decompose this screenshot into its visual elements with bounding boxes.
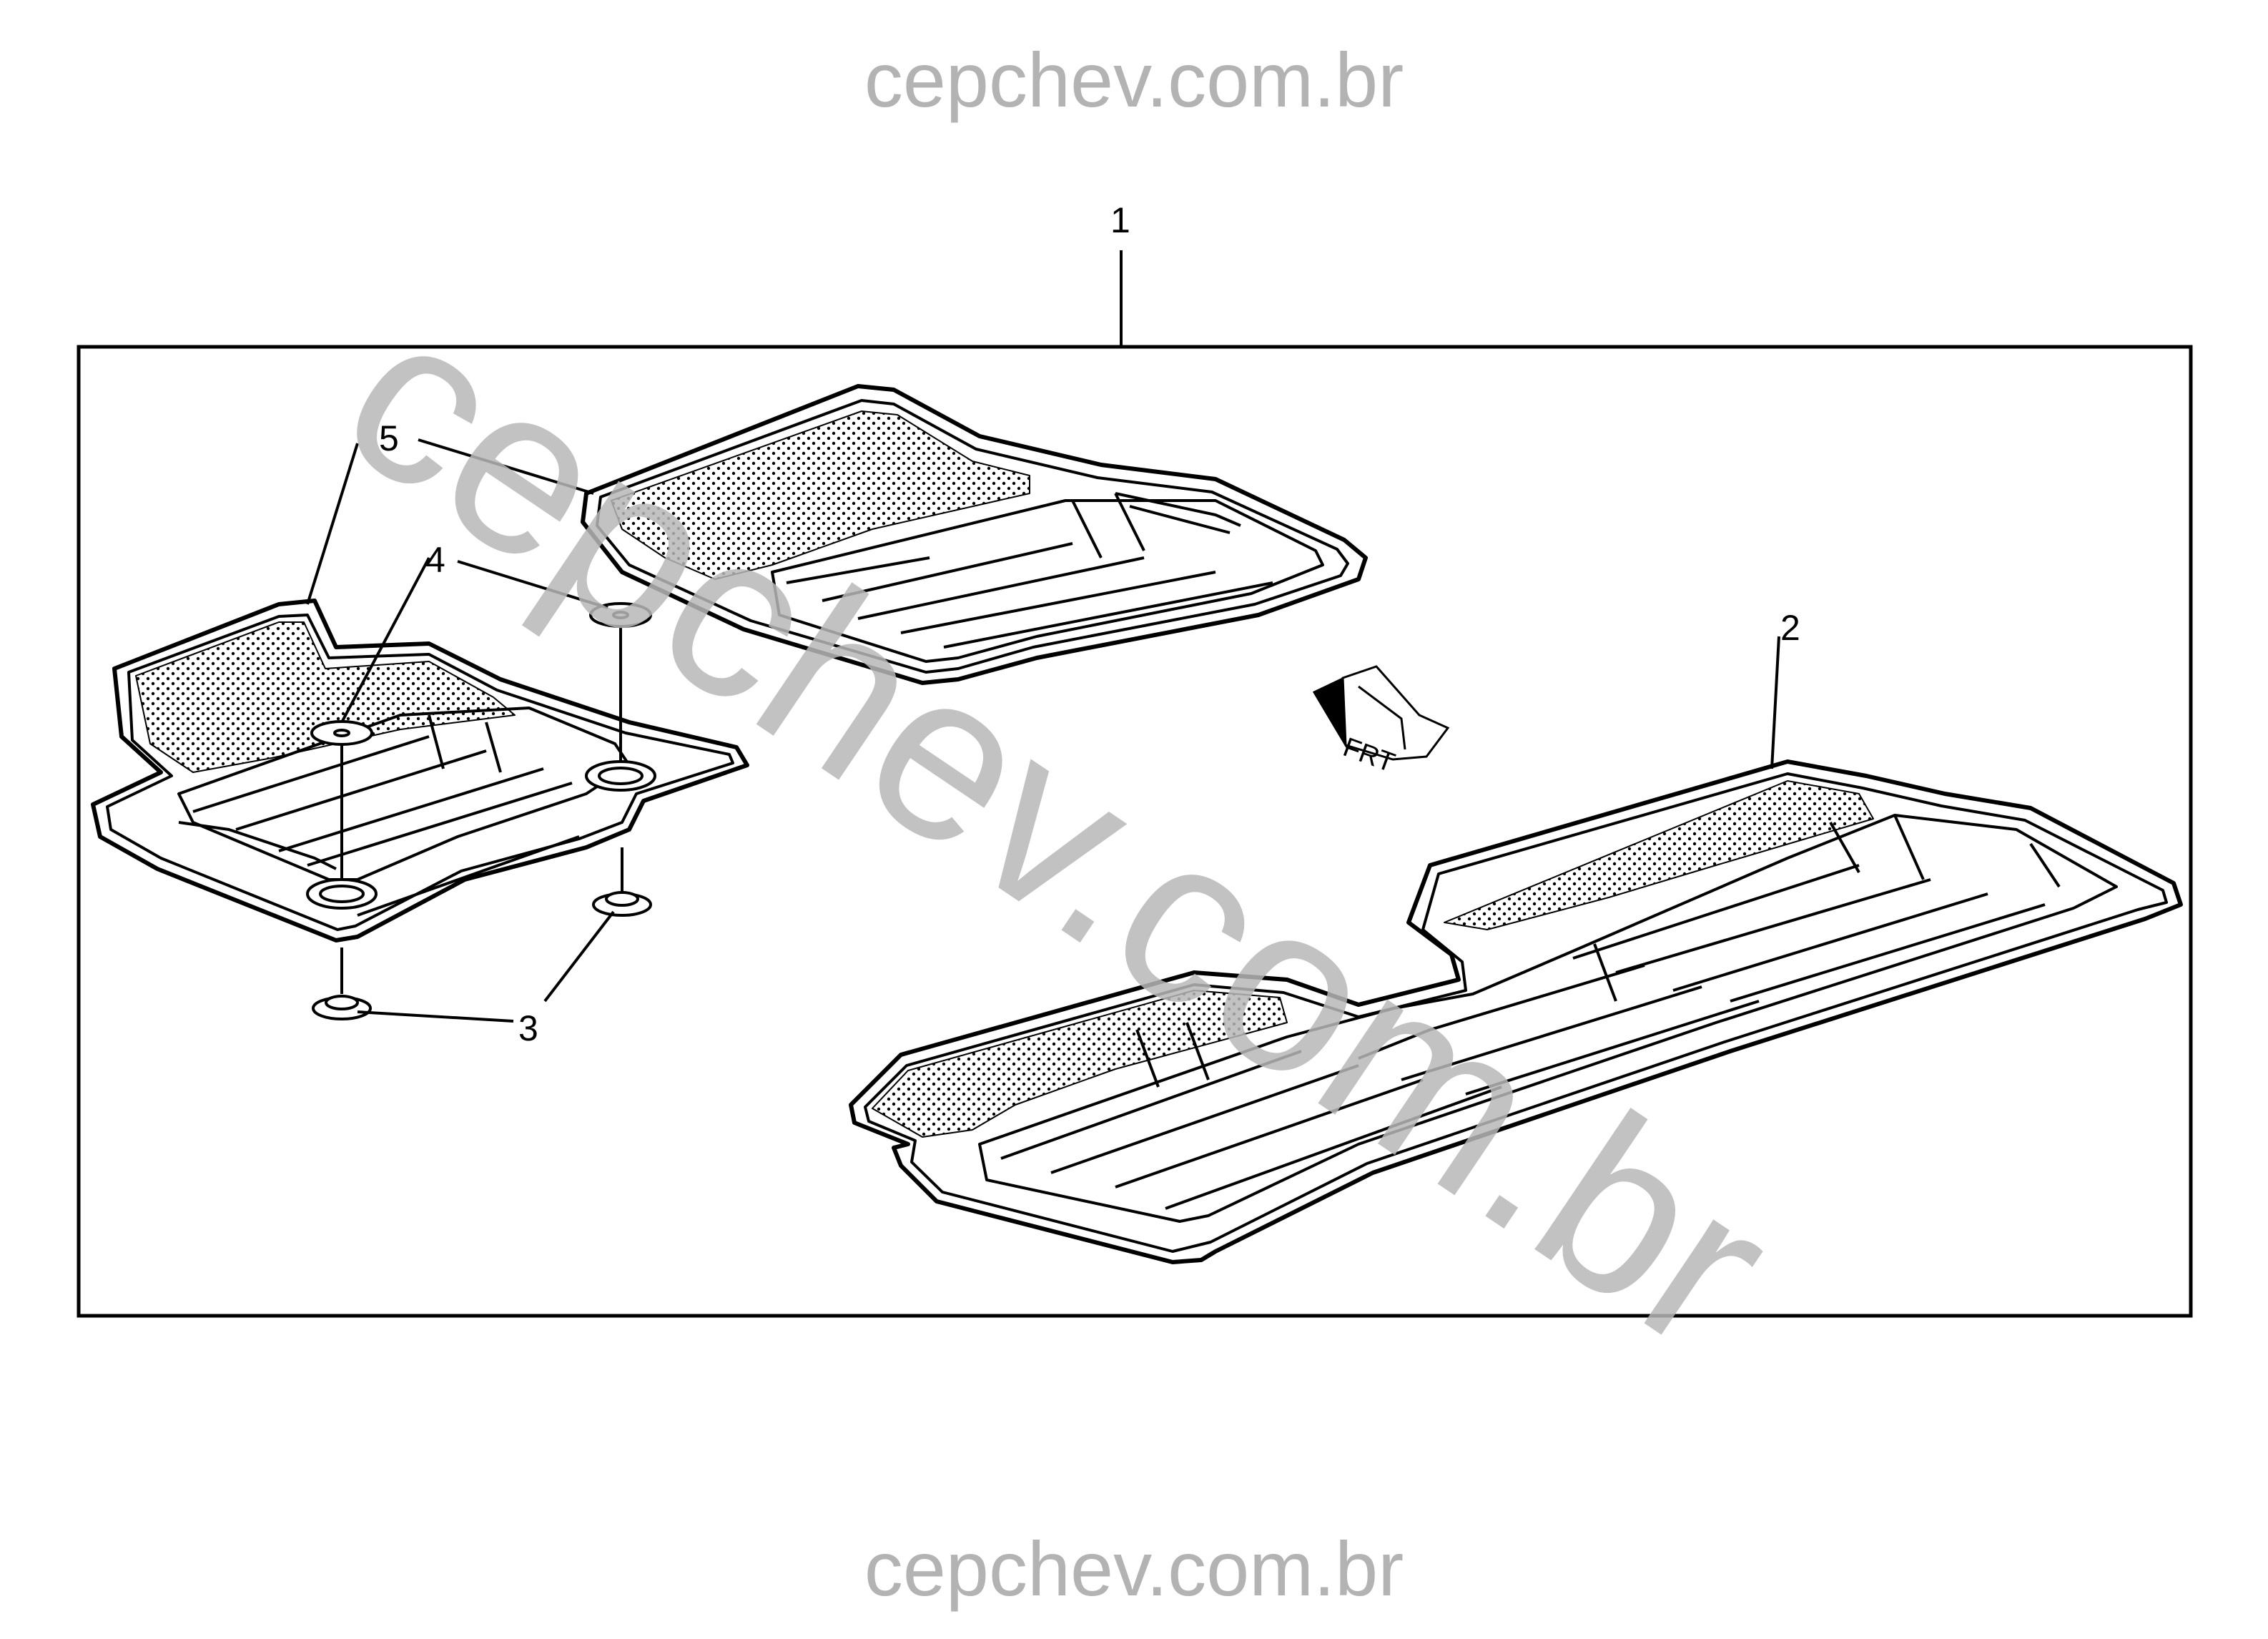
retainer-upper-right: [589, 602, 652, 769]
callout-5: 5: [379, 418, 399, 458]
assembly-frame: [77, 345, 2193, 1318]
rear-floor-mat: [849, 759, 2183, 1264]
callout-3: 3: [518, 1008, 538, 1048]
callout-1: 1: [1110, 200, 1130, 240]
floor-stud-left: [312, 948, 372, 1020]
front-arrow-icon: [1312, 665, 1450, 761]
front-right-floor-mat: [581, 384, 1368, 685]
front-left-floor-mat: [91, 599, 749, 942]
mat-grommet-holes: [306, 760, 656, 910]
watermark-bottom: cepchev.com.br: [864, 1525, 1404, 1612]
callout-4: 4: [425, 540, 445, 580]
leader-lines: [306, 438, 1780, 1023]
callout-2: 2: [1780, 608, 1800, 648]
retainer-upper-left: [310, 720, 373, 887]
floor-stud-right: [592, 847, 652, 917]
watermark-top: cepchev.com.br: [864, 36, 1404, 123]
